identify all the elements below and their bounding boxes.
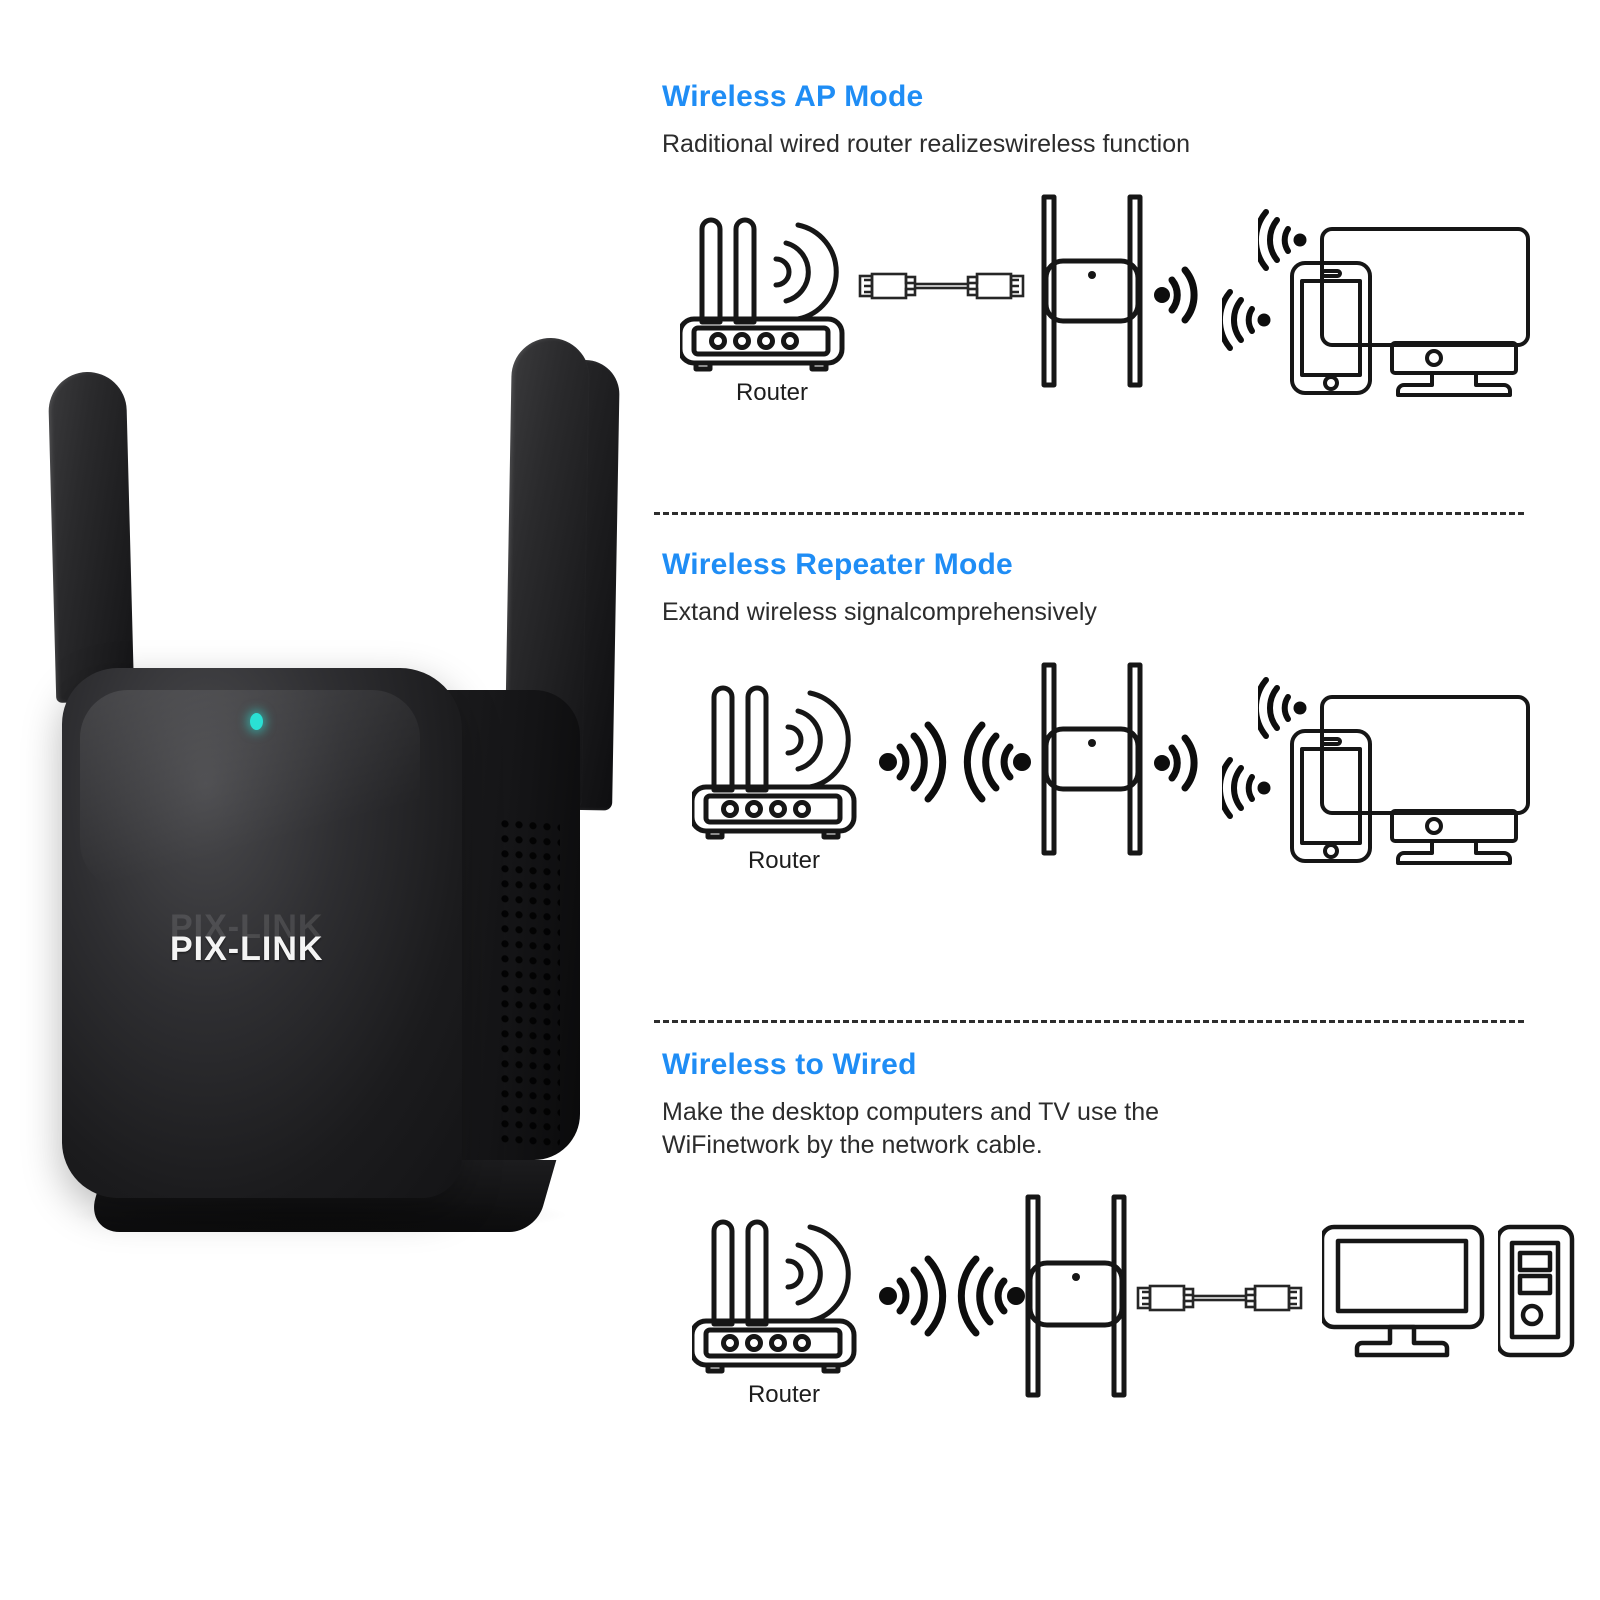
wifi-signal-icon — [879, 1255, 947, 1336]
wifi-signal-icon — [1154, 266, 1198, 324]
extender-icon — [1041, 194, 1143, 388]
section-wireless-repeater-mode: Wireless Repeater Mode Extand wireless s… — [662, 548, 1562, 895]
section-subtitle-line1: Make the desktop computers and TV use th… — [662, 1098, 1160, 1126]
wifi-signal-icon — [1258, 677, 1307, 740]
ethernet-cable-icon — [1136, 1284, 1303, 1311]
device-front-body — [62, 668, 462, 1198]
section-subtitle: Raditional wired router realizeswireless… — [662, 130, 1191, 158]
diagram-ap-mode: Router — [662, 194, 1562, 427]
brand-logo: PIX-LINK — [170, 930, 324, 968]
router-label: Router — [747, 847, 821, 875]
router-label: Router — [735, 379, 809, 407]
wifi-signal-icon — [1222, 757, 1271, 820]
pc-tower-icon — [1498, 1224, 1575, 1357]
section-divider — [654, 1020, 1524, 1023]
section-heading: Wireless AP Mode — [662, 80, 924, 113]
modes-column: Wireless AP Mode Raditional wired router… — [640, 0, 1600, 1600]
router-icon — [680, 217, 845, 372]
diagram-repeater-mode: Router — [662, 662, 1562, 895]
vent-holes — [498, 815, 560, 1149]
product-photo: PIX-LINK PIX-LINK — [0, 0, 640, 1600]
section-wireless-to-wired: Wireless to Wired Make the desktop compu… — [662, 1048, 1575, 1429]
router-icon — [692, 685, 857, 840]
wifi-signal-icon — [1154, 734, 1198, 792]
router-icon — [692, 1219, 857, 1373]
desktop-monitor-icon — [1322, 1224, 1485, 1357]
wifi-signal-icon — [957, 1255, 1025, 1336]
section-heading: Wireless Repeater Mode — [662, 548, 1013, 581]
brand-logo-ghost: PIX-LINK — [170, 908, 324, 946]
wifi-signal-icon — [1258, 209, 1307, 272]
wifi-signal-icon — [963, 721, 1031, 803]
router-label: Router — [747, 1380, 821, 1408]
product-drop-shadow — [70, 1195, 570, 1235]
section-subtitle: Extand wireless signalcomprehensively — [662, 598, 1097, 626]
devices-cluster-icon — [1290, 227, 1530, 398]
wifi-signal-icon — [879, 721, 947, 803]
power-led-icon — [250, 713, 263, 730]
ethernet-cable-icon — [858, 272, 1025, 300]
wifi-signal-icon — [1222, 289, 1271, 352]
antenna-left — [47, 371, 135, 703]
extender-icon — [1025, 1194, 1127, 1397]
section-wireless-ap-mode: Wireless AP Mode Raditional wired router… — [662, 80, 1562, 427]
devices-cluster-icon — [1290, 695, 1530, 866]
section-heading: Wireless to Wired — [662, 1048, 917, 1081]
diagram-wireless-to-wired: Router — [662, 1194, 1575, 1429]
extender-icon — [1041, 662, 1143, 856]
section-divider — [654, 512, 1524, 515]
section-subtitle-line2: WiFinetwork by the network cable. — [662, 1131, 1043, 1160]
